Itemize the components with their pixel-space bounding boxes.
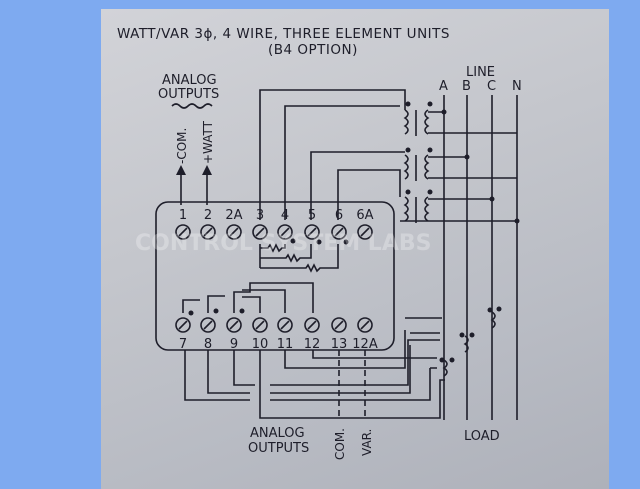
terminal-screw-top-1: [200, 224, 216, 240]
analog-outputs-bottom-line2: OUTPUTS: [248, 441, 309, 456]
terminal-label: 8: [204, 337, 212, 352]
analog-outputs-bottom-line1: ANALOG: [250, 426, 305, 441]
terminal-label: 4: [281, 208, 289, 223]
diagram-subtitle: (B4 OPTION): [268, 42, 358, 58]
phase-n-label: N: [512, 79, 522, 94]
terminal-screw-bottom-4: [277, 317, 293, 333]
terminal-label: 12: [304, 337, 321, 352]
terminal-screw-bottom-3: [252, 317, 268, 333]
screw-slot: [178, 320, 188, 330]
terminal-label: 2A: [225, 208, 242, 223]
screw-slot: [203, 320, 213, 330]
terminal-label: 7: [179, 337, 187, 352]
terminal-screw-top-7: [357, 224, 373, 240]
terminal-screw-bottom-0: [175, 317, 191, 333]
terminal-screw-bottom-2: [226, 317, 242, 333]
screw-slot: [307, 320, 317, 330]
brace: [171, 103, 213, 109]
screw-slot: [280, 320, 290, 330]
terminal-label: 10: [252, 337, 269, 352]
screw-slot: [360, 227, 370, 237]
screw-slot: [334, 320, 344, 330]
terminal-label: 12A: [352, 337, 378, 352]
screw-slot: [255, 320, 265, 330]
terminal-label: 6: [335, 208, 343, 223]
terminal-label: 6A: [356, 208, 373, 223]
terminal-label: 1: [179, 208, 187, 223]
screw-slot: [203, 227, 213, 237]
phase-a-label: A: [439, 79, 448, 94]
terminal-screw-bottom-1: [200, 317, 216, 333]
screw-slot: [255, 227, 265, 237]
line-label: LINE: [466, 65, 495, 80]
terminal-screw-top-5: [304, 224, 320, 240]
screw-slot: [360, 320, 370, 330]
terminal-screw-top-6: [331, 224, 347, 240]
internal-cts: [182, 282, 314, 313]
screw-slot: [334, 227, 344, 237]
analog-outputs-top-line1: ANALOG: [162, 73, 217, 88]
terminal-screw-top-3: [252, 224, 268, 240]
terminal-label: 3: [256, 208, 264, 223]
var-bottom-label: VAR.: [360, 429, 374, 456]
phase-b-label: B: [462, 79, 471, 94]
terminal-screw-top-0: [175, 224, 191, 240]
meter-terminal-block: [155, 201, 395, 351]
screw-slot: [307, 227, 317, 237]
com-output-label: -COM.: [175, 128, 189, 164]
arrow-head-icon: [176, 165, 212, 175]
output-arrows: [180, 172, 208, 205]
com-bottom-label: COM.: [333, 428, 347, 460]
screw-slot: [280, 227, 290, 237]
terminal-label: 9: [230, 337, 238, 352]
terminal-label: 2: [204, 208, 212, 223]
terminal-label: 11: [277, 337, 294, 352]
phase-c-label: C: [487, 79, 496, 94]
aluminum-nameplate: [101, 9, 609, 489]
current-transformer-wiring: [184, 306, 502, 420]
screw-slot: [229, 227, 239, 237]
terminal-screw-top-4: [277, 224, 293, 240]
analog-outputs-top-line2: OUTPUTS: [158, 87, 219, 102]
terminal-label: 13: [331, 337, 348, 352]
load-label: LOAD: [464, 429, 500, 444]
terminal-screw-top-2: [226, 224, 242, 240]
screw-slot: [178, 227, 188, 237]
diagram-title: WATT/VAR 3ϕ, 4 WIRE, THREE ELEMENT UNITS: [117, 26, 450, 42]
screw-slot: [229, 320, 239, 330]
watt-output-label: +WATT: [201, 120, 215, 164]
line-conductors: [443, 95, 518, 420]
terminal-screw-bottom-6: [331, 317, 347, 333]
watermark-logo: CONTROL SYSTEM LABS: [135, 231, 431, 256]
terminal-screw-bottom-5: [304, 317, 320, 333]
terminal-screw-bottom-7: [357, 317, 373, 333]
potential-transformers: [259, 89, 520, 224]
terminal-label: 5: [308, 208, 316, 223]
internal-resistors: [259, 243, 339, 273]
